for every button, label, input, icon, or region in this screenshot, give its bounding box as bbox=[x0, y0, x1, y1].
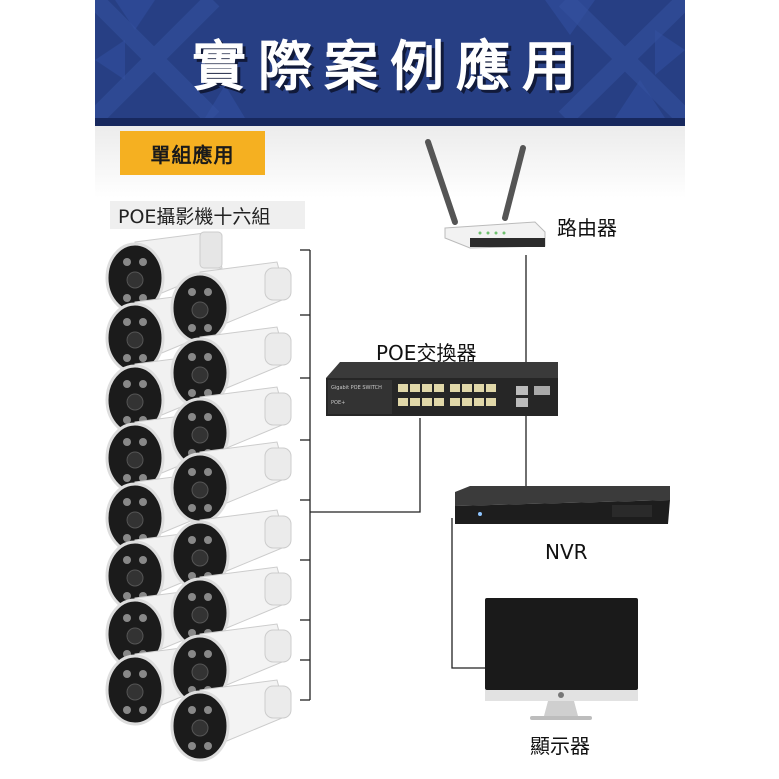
wires bbox=[300, 249, 527, 701]
poe-switch-icon: Gigabit POE SWITCH POE+ bbox=[326, 362, 558, 416]
banner-underline bbox=[95, 118, 685, 126]
router-icon bbox=[425, 139, 546, 249]
nvr-icon bbox=[455, 486, 670, 524]
camera bbox=[170, 509, 292, 592]
nvr-label: NVR bbox=[545, 540, 588, 564]
camera bbox=[170, 261, 292, 344]
camera-group-label: POE攝影機十六組 bbox=[110, 201, 305, 229]
monitor-label: 顯示器 bbox=[530, 734, 590, 758]
monitor-icon bbox=[485, 598, 638, 720]
header-banner: 實際案例應用 bbox=[95, 0, 685, 118]
svg-text:Gigabit POE SWITCH: Gigabit POE SWITCH bbox=[331, 385, 382, 391]
camera bbox=[105, 231, 223, 314]
svg-text:POE+: POE+ bbox=[331, 400, 345, 406]
page-title: 實際案例應用 bbox=[192, 35, 588, 98]
camera bbox=[170, 623, 292, 706]
camera bbox=[170, 679, 292, 762]
section-badge: 單組應用 bbox=[120, 131, 265, 175]
router-label: 路由器 bbox=[557, 216, 617, 240]
camera bbox=[170, 441, 292, 524]
camera bbox=[170, 326, 292, 409]
camera-column-right bbox=[170, 261, 292, 762]
banner-pattern bbox=[95, 0, 685, 118]
switch-label: POE交換器 bbox=[376, 341, 477, 365]
